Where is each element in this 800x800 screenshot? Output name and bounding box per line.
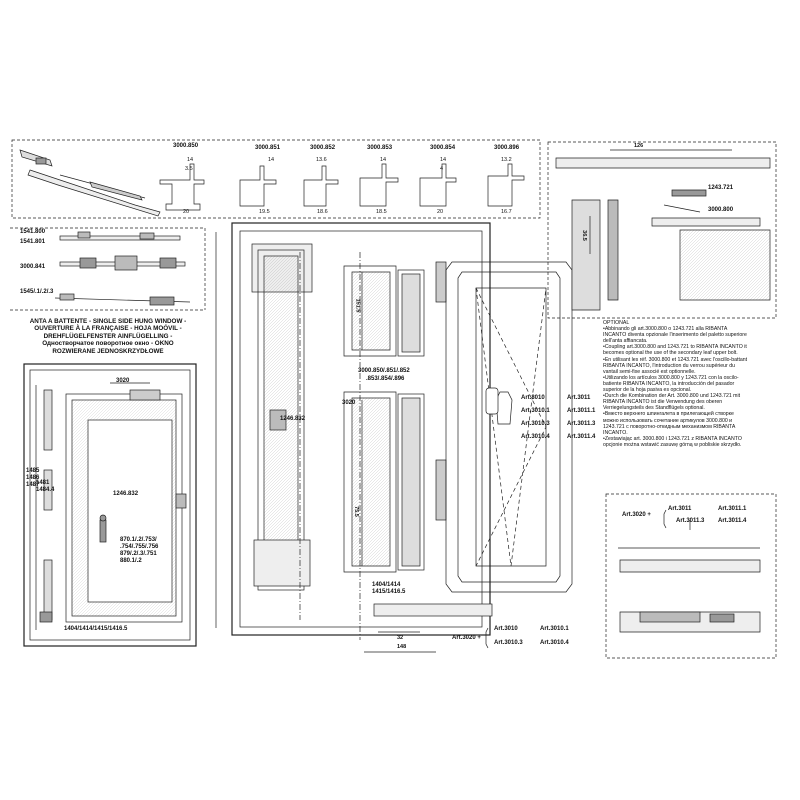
profile-code-1: 3000.850 — [173, 143, 199, 149]
title-line-3: DREHFLÜGELFENSTER AINFLÜGELLING - — [43, 332, 173, 340]
main-dim-32: 32 — [397, 635, 404, 641]
profile-4-width: 18.5 — [376, 209, 387, 215]
main-profiles-line-1: 3000.850/.851/.852 — [358, 368, 410, 374]
sash-art-3010: Art.3010 — [521, 395, 545, 401]
profile-1-dim-a: 14 — [187, 157, 194, 163]
sash-drawing — [445, 261, 573, 593]
profile-3-width: 18.6 — [317, 209, 328, 215]
main-dim-vertical-2: 75.5 — [352, 506, 359, 517]
sw-label-1481: 1481 — [36, 480, 50, 486]
hardware-parts — [54, 231, 191, 306]
title-line-4: Одностворчатое поворотное окно - OKNO — [42, 340, 174, 348]
profile-1-width: 20 — [183, 209, 190, 215]
title-line-1: ANTA A BATTENTE - SINGLE SIDE HUNG WINDO… — [29, 318, 187, 325]
profile-code-6: 3000.896 — [494, 145, 520, 151]
title-line-5: ROZWIERANE JEDNOSKRZYDŁOWE — [52, 347, 164, 355]
main-art-3010: Art.3010 — [494, 626, 518, 632]
profile-6-width: 16.7 — [501, 209, 512, 215]
part-1541-801: 1541.801 — [20, 239, 46, 245]
sw-code-870-1: 870.1/.2/.753/ — [120, 537, 157, 543]
sw-code-870-2: .754/.755/.756 — [120, 544, 159, 550]
br-art-3011-1: Art.3011.1 — [718, 506, 747, 512]
main-bottom-line-2: 1415/1416.5 — [372, 589, 406, 595]
optional-note-it: •Abbinando gli art.3000.800 o 1243.721 a… — [603, 326, 747, 345]
br-art-3011-3: Art.3011.3 — [676, 518, 705, 524]
sash-art-3011-4: Art.3011.4 — [567, 434, 596, 440]
main-window-drawing — [215, 222, 493, 653]
profile-code-2: 3000.851 — [255, 145, 281, 151]
profile-2-dim: 14 — [268, 157, 275, 163]
main-dim-vertical: 151.5 — [354, 298, 361, 313]
sw-label-1485: 1485 — [26, 468, 40, 474]
right-top-detail — [555, 149, 771, 311]
profiles-panel-frame — [11, 139, 541, 219]
profile-code-5: 3000.854 — [430, 145, 456, 151]
sw-label-1486: 1486 — [26, 475, 40, 481]
optional-note-fr: •En utilisant les réf. 3000.800 et 1243.… — [603, 356, 748, 375]
small-window-drawing — [23, 363, 197, 647]
main-art-3010-4: Art.3010.4 — [540, 640, 569, 646]
right-top-panel-frame — [547, 141, 777, 319]
optional-notes: OPTIONAL •Abbinando gli art.3000.800 o 1… — [603, 320, 749, 448]
optional-note-en: •Coupling art.3000.800 and 1243.721 to R… — [603, 344, 747, 357]
main-label-1246: 1246.832 — [280, 416, 306, 422]
main-art-3010-1: Art.3010.1 — [540, 626, 569, 632]
sash-art-3011-1: Art.3011.1 — [567, 408, 596, 414]
main-dim-148: 148 — [397, 644, 407, 650]
sw-label-1487: 1487 — [26, 482, 40, 488]
rt-dim-126: 126 — [634, 143, 644, 149]
rod-assembly-drawing — [19, 149, 161, 217]
main-bottom-line-1: 1404/1414 — [372, 582, 401, 588]
lock-detail — [618, 520, 761, 633]
optional-heading: OPTIONAL — [603, 320, 630, 326]
main-art-3020: Art.3020 + — [452, 635, 481, 641]
profile-5-dim-a: 14 — [440, 157, 447, 163]
sw-code-870-4: 880.1/.2 — [120, 558, 142, 564]
sw-label-1484: 1484.4 — [36, 487, 55, 493]
profile-5-width: 20 — [437, 209, 444, 215]
drawing-title: ANTA A BATTENTE - SINGLE SIDE HUNG WINDO… — [10, 318, 206, 355]
profile-1-dim-b: 3.5 — [185, 166, 193, 172]
sw-label-3020: 3020 — [116, 378, 130, 384]
profile-code-4: 3000.853 — [367, 145, 393, 151]
sash-art-3011-3: Art.3011.3 — [567, 421, 596, 427]
sw-code-870-3: 879/.2/.3/.751 — [120, 551, 157, 557]
rt-dim-vertical: 36.5 — [580, 230, 587, 241]
br-art-3011-4: Art.3011.4 — [718, 518, 747, 524]
optional-note-pl: •Zestawiając art. 3000.800 i 1243.721 z … — [603, 435, 742, 448]
main-profiles-line-2: .853/.854/.896 — [366, 376, 405, 382]
profile-sections — [159, 163, 525, 211]
part-1541-800: 1541.800 — [20, 229, 46, 235]
br-art-3011: Art.3011 — [668, 506, 692, 512]
sash-art-3011: Art.3011 — [567, 395, 591, 401]
part-1545: 1545/.1/.2/.3 — [20, 289, 54, 295]
profile-2-width: 19.5 — [259, 209, 270, 215]
optional-note-de: •Durch die Kombination der Art. 3000.800… — [603, 393, 741, 412]
rt-label-1243: 1243.721 — [708, 185, 734, 191]
detail-panel-frame — [605, 493, 777, 659]
main-label-3020: 3020 — [342, 400, 356, 406]
sash-art-3010-4: Art.3010.4 — [521, 434, 550, 440]
rt-label-3000: 3000.800 — [708, 207, 734, 213]
profile-4-dim: 14 — [380, 157, 387, 163]
sash-art-3010-3: Art.3010.3 — [521, 421, 550, 427]
profile-code-3: 3000.852 — [310, 145, 336, 151]
profile-3-dim: 13.6 — [316, 157, 327, 163]
main-art-3010-3: Art.3010.3 — [494, 640, 523, 646]
profile-6-dim: 13.2 — [501, 157, 512, 163]
optional-note-es: •Utilizando los artículos 3000.800 y 124… — [603, 374, 739, 394]
part-3000-841: 3000.841 — [20, 264, 46, 270]
profile-5-dim-b: 4 — [440, 166, 444, 172]
sw-bottom-codes: 1404/1414/1415/1416.5 — [64, 626, 128, 632]
sash-art-3010-1: Art.3010.1 — [521, 408, 550, 414]
br-art-3020: Art.3020 + — [622, 512, 651, 518]
sw-label-1246: 1246.832 — [113, 491, 139, 497]
title-line-2: OUVERTURE À LA FRANÇAISE - HOJA MOÓVIL - — [34, 325, 182, 333]
optional-note-ru: •Вместо верхнего шпингалета в прилегающе… — [603, 411, 736, 436]
